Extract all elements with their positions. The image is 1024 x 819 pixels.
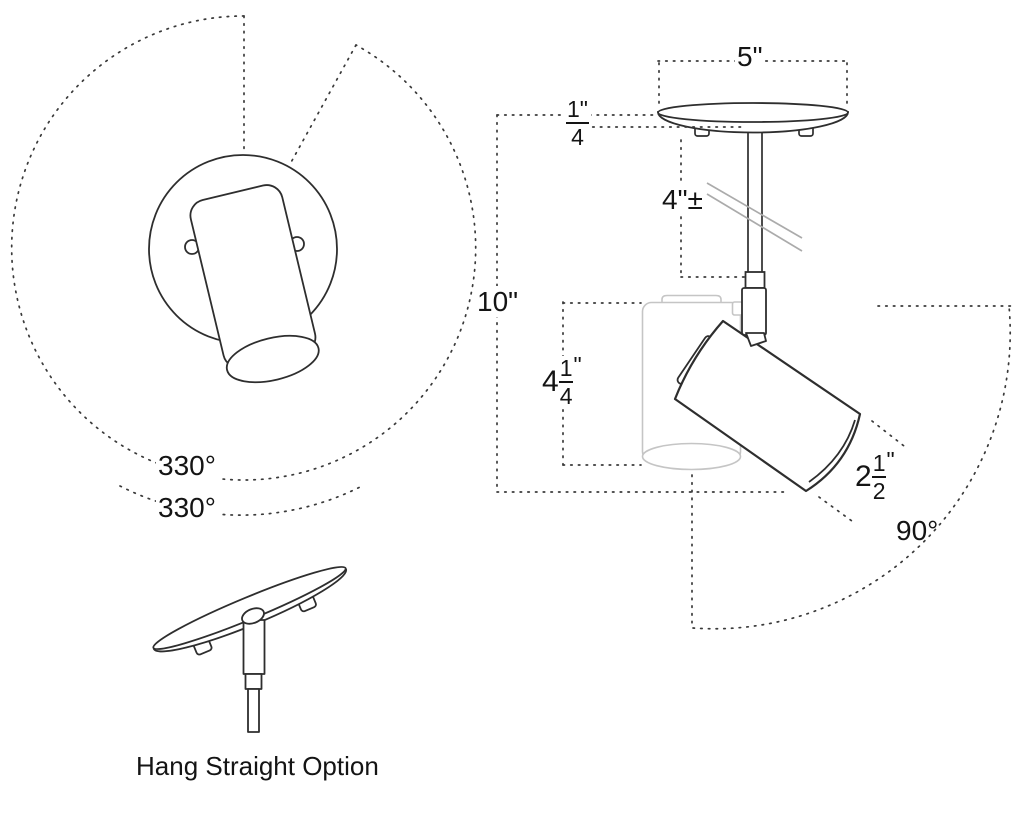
head-lens-rim <box>808 419 856 483</box>
fraction-num: 1 <box>872 450 886 476</box>
caption-hang-straight-text: Hang Straight Option <box>136 751 379 781</box>
break-mark-lower <box>706 193 803 252</box>
swivel-knuckle <box>745 332 767 347</box>
dim-ext-diameter-upper <box>871 420 905 447</box>
fraction-num: 1 <box>567 96 580 122</box>
head-rim-top-view <box>225 334 320 384</box>
dim-canopy-diameter-text: 5" <box>735 41 765 72</box>
dim-canopy-thickness: 1" 4 <box>564 97 591 149</box>
fraction-den: 2 <box>872 478 886 505</box>
dim-stem-length-text: 4"± <box>660 184 705 215</box>
dim-canopy-diameter: 5" <box>735 41 765 72</box>
caption-hang-straight: Hang Straight Option <box>136 753 379 779</box>
ghost-rim <box>641 442 742 471</box>
dim-ext-diameter-lower <box>818 496 857 525</box>
hs-sleeve <box>242 619 266 675</box>
inch-mark: " <box>579 96 588 122</box>
inch-mark: " <box>573 352 582 378</box>
swivel-collar <box>744 271 766 289</box>
ghost-collar <box>731 301 744 316</box>
hs-band <box>244 673 263 690</box>
canopy-side-view <box>657 102 849 134</box>
rotation-gap-edge-angled <box>288 44 357 167</box>
break-mark-upper <box>706 182 803 239</box>
swivel-sleeve <box>741 287 767 336</box>
top-view <box>10 15 477 516</box>
side-view <box>496 60 1017 630</box>
stem-side-view <box>747 121 763 276</box>
canopy-top-face <box>657 102 849 123</box>
dim-overall-height: 10" <box>475 286 521 317</box>
fraction-num: 1 <box>559 355 573 381</box>
hang-straight-view <box>152 566 348 733</box>
head-diameter-whole: 2 <box>855 460 872 494</box>
dim-head-length: 4 1 4 " <box>540 352 584 410</box>
dim-rotation-inner: 330° <box>156 492 218 523</box>
spot-head-top-view <box>189 184 320 384</box>
ghost-cap <box>661 294 722 303</box>
canopy-thickness-numerator: 1" <box>566 96 589 125</box>
canopy-thickness-denominator: 4 <box>571 124 584 151</box>
dim-rotation-outer: 330° <box>156 450 218 481</box>
dim-rotation-inner-text: 330° <box>156 492 218 523</box>
canopy-thickness-fraction: 1" 4 <box>566 97 589 149</box>
hs-swivel-ball <box>241 607 265 625</box>
spot-head-side-view <box>673 319 862 493</box>
tilt-arc <box>692 305 1012 630</box>
head-diameter-fraction: 1 2 <box>871 450 887 505</box>
dim-tilt-angle-text: 90° <box>896 515 939 546</box>
break-mark <box>706 182 803 252</box>
head-outline <box>673 319 862 493</box>
dim-rotation-outer-text: 330° <box>156 450 218 481</box>
dim-tilt-angle: 90° <box>896 517 938 545</box>
inch-mark: " <box>886 447 895 473</box>
fraction-den: 4 <box>559 383 573 410</box>
head-length-fraction: 1 4 <box>558 355 574 410</box>
dim-head-diameter: 2 1 2 " <box>855 447 895 505</box>
rotation-arc-inner <box>119 485 363 516</box>
hs-stem <box>247 688 260 733</box>
dim-overall-height-text: 10" <box>475 286 521 317</box>
dim-stem-length: 4"± <box>660 184 705 215</box>
head-length-whole: 4 <box>542 365 559 399</box>
